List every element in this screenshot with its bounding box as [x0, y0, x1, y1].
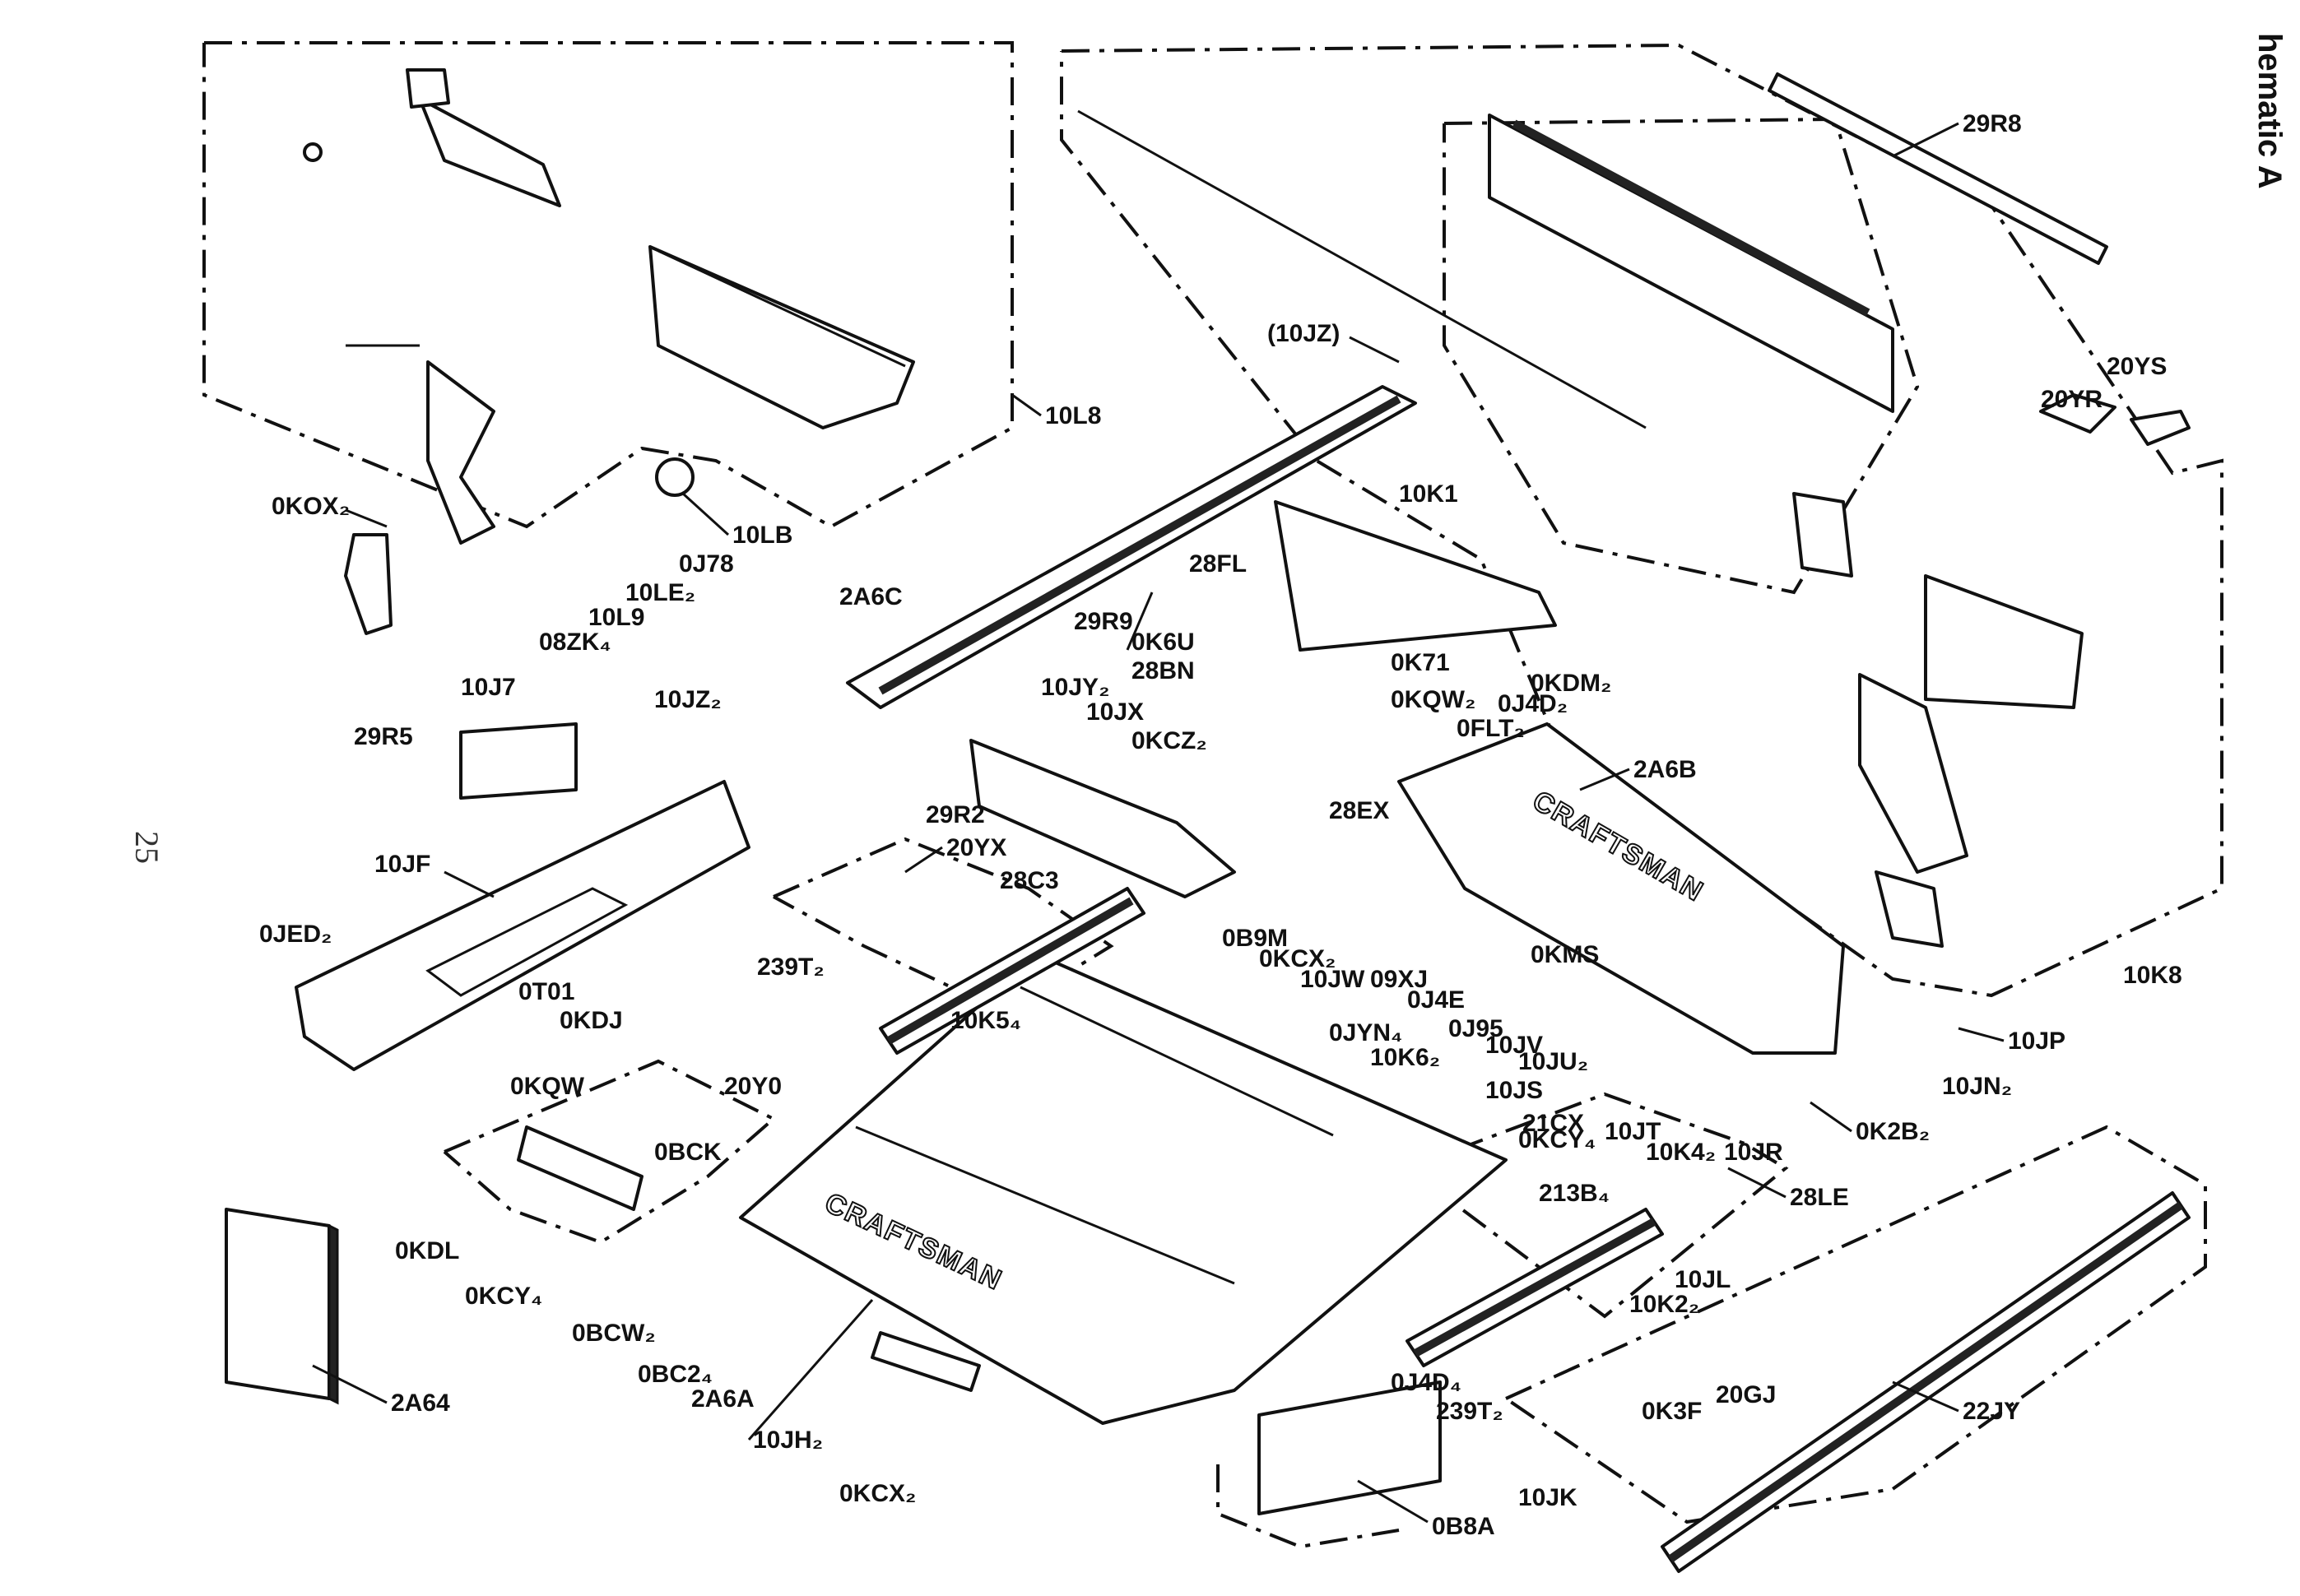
- part-label: 10JL: [1675, 1266, 1731, 1293]
- part-label: 10K8: [2123, 962, 2182, 989]
- part-label: 0K2B₂: [1856, 1118, 1930, 1145]
- part-label: 0KCY₄: [465, 1283, 542, 1310]
- part-label: 0J4D₄: [1391, 1369, 1461, 1396]
- part-label: 0K6U: [1131, 629, 1195, 656]
- part-label: 0B8A: [1432, 1513, 1495, 1540]
- part-label: 10L8: [1045, 402, 1101, 429]
- part-label: 0KCX₂: [839, 1480, 916, 1507]
- part-label: 0JED₂: [259, 921, 332, 948]
- left-extension-wing: [295, 780, 750, 1071]
- part-label: 0KCX₂: [1259, 945, 1336, 972]
- part-label: 0J4E: [1407, 986, 1465, 1014]
- part-label: 2A64: [391, 1390, 450, 1417]
- part-label: 0FLT₂: [1457, 715, 1525, 742]
- part-label: 2A6C: [839, 583, 903, 610]
- part-label: 0KCZ₂: [1131, 727, 1207, 754]
- part-label: 0BC2₄: [638, 1361, 713, 1388]
- part-label: 10JT: [1605, 1118, 1661, 1145]
- part-label: 28C3: [1000, 867, 1059, 894]
- part-label: 10JU₂: [1518, 1048, 1588, 1075]
- part-label: 10J7: [461, 674, 516, 701]
- part-label: 28LE: [1790, 1184, 1849, 1211]
- page-number: 25: [128, 831, 165, 864]
- part-label: 29R5: [354, 723, 413, 750]
- part-label: 10JY₂: [1041, 674, 1109, 701]
- part-label: 0BCW₂: [572, 1320, 656, 1347]
- leader-lines: [312, 122, 2005, 1524]
- rear-rail-and-plate: [846, 385, 1557, 898]
- part-label: 10LB: [732, 522, 792, 549]
- part-label: 213B₄: [1539, 1180, 1610, 1207]
- part-label: 28EX: [1329, 797, 1389, 824]
- part-label: 10LE₂: [625, 579, 695, 606]
- part-label: 0KDJ: [560, 1007, 623, 1034]
- part-label: 10JR: [1724, 1139, 1783, 1166]
- page-title: hematic A: [2251, 33, 2288, 189]
- part-label: 0T01: [518, 978, 574, 1005]
- part-label: 10K1: [1399, 480, 1458, 508]
- part-label: 10K4₂: [1646, 1139, 1716, 1166]
- part-label: 10K5₄: [950, 1007, 1021, 1034]
- blade-guard-assembly: [303, 68, 915, 635]
- part-label: 0KQW₂: [1391, 686, 1475, 713]
- part-label: 28BN: [1131, 657, 1195, 684]
- misc-parts: [225, 722, 1442, 1515]
- part-label: 0J95: [1448, 1015, 1503, 1042]
- part-label: 28FL: [1189, 550, 1247, 578]
- part-label: 22JY: [1963, 1398, 2020, 1425]
- part-label: 10JK: [1518, 1484, 1577, 1511]
- part-label: 20GJ: [1716, 1381, 1776, 1408]
- part-label: 10JZ₂: [654, 686, 722, 713]
- part-label: 20YS: [2107, 353, 2167, 380]
- part-label: 29R9: [1074, 608, 1133, 635]
- part-label: 10JF: [374, 851, 430, 878]
- part-label: 0J4D₂: [1498, 690, 1568, 717]
- part-label: 0KDM₂: [1531, 670, 1611, 697]
- part-label: 10L9: [588, 604, 644, 631]
- part-label: 20YX: [946, 834, 1006, 861]
- part-label: 2A6B: [1633, 756, 1697, 783]
- part-label: 10JS: [1485, 1077, 1543, 1104]
- part-label: 0BCK: [654, 1139, 722, 1166]
- part-label: 0KMS: [1531, 941, 1599, 968]
- part-label: 10JN₂: [1942, 1073, 2012, 1100]
- part-label: 29R2: [926, 801, 985, 828]
- rip-fence-assembly: [1077, 72, 2191, 948]
- part-label: 0B9M: [1222, 925, 1288, 952]
- front-fence-rails: [879, 887, 2191, 1573]
- part-label: 239T₂: [757, 953, 825, 981]
- part-label: 0KDL: [395, 1237, 459, 1264]
- part-label: 0KOX₂: [272, 493, 350, 520]
- part-label: 10JP: [2008, 1028, 2065, 1055]
- part-label: (10JZ): [1267, 320, 1340, 347]
- part-label: 239T₂: [1436, 1398, 1503, 1425]
- part-label: 09XJ: [1370, 966, 1428, 993]
- part-label: 10JV: [1485, 1032, 1543, 1059]
- right-extension-wing: CRAFTSMAN: [1397, 722, 1845, 1055]
- part-label: 0J78: [679, 550, 734, 578]
- saw-table-top: CRAFTSMAN: [739, 953, 1508, 1425]
- part-label: 0JYN₄: [1329, 1019, 1402, 1046]
- part-label: 10JX: [1086, 698, 1144, 726]
- part-label: 20Y0: [724, 1073, 782, 1100]
- part-label: 29R8: [1963, 110, 2022, 137]
- part-label: 0K71: [1391, 649, 1450, 676]
- part-label: 2A6A: [691, 1385, 755, 1413]
- part-label: 08ZK₄: [539, 629, 611, 656]
- part-label: 10JW: [1300, 966, 1365, 993]
- part-labels: 29R8 (10JZ) 20YS 20YR 10L8 0KOX₂ 10LB 0J…: [259, 110, 2182, 1540]
- part-label: 10K2₂: [1629, 1291, 1699, 1318]
- part-label: 0KCY₄: [1518, 1126, 1596, 1153]
- part-label: 0K3F: [1642, 1398, 1702, 1425]
- part-label: 21CX: [1522, 1110, 1584, 1137]
- part-label: 20YR: [2041, 386, 2103, 413]
- part-label: 10K6₂: [1370, 1044, 1440, 1071]
- part-label: 0KQW: [510, 1073, 585, 1100]
- part-label: 10JH₂: [753, 1427, 823, 1454]
